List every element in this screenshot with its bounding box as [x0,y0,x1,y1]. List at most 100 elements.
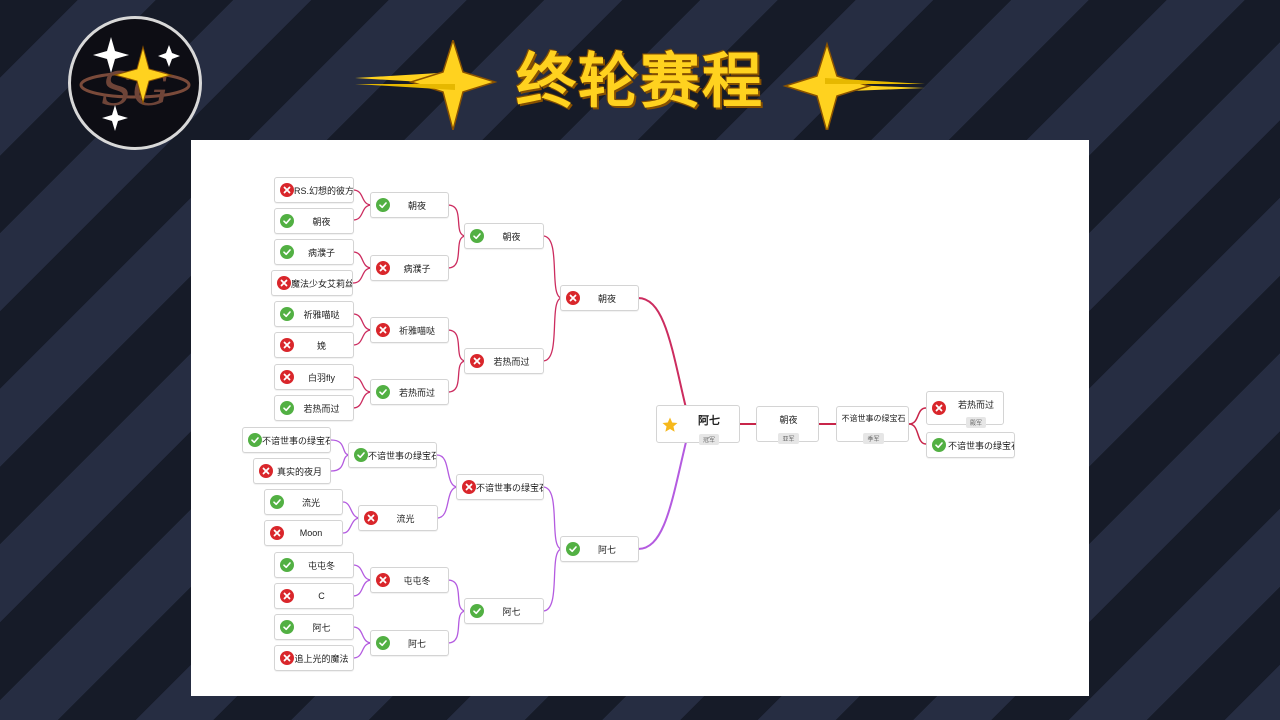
participant-name: 朝夜 [407,200,426,211]
round2-node[interactable]: 若热而过 [370,379,449,405]
win-icon [566,542,580,556]
round2-node[interactable]: 屯屯冬 [370,567,449,593]
lose-icon [932,401,946,415]
round1-node[interactable]: 屯屯冬 [274,552,354,578]
fourth-place-node[interactable]: 若热而过 殿军 [926,391,1004,428]
win-icon [280,401,294,415]
participant-name: 流光 [301,497,320,508]
round1-node[interactable]: 朝夜 [274,208,354,234]
star-icon [662,417,678,432]
participant-name: 祈雅喵哒 [303,309,340,320]
round1-node[interactable]: 阿七 [274,614,354,640]
win-icon [932,438,946,452]
lose-icon [364,511,378,525]
round1-node[interactable]: 魔法少女艾莉丝 [271,270,353,296]
win-icon [376,385,390,399]
round1-node[interactable]: 追上光的魔法 [274,645,354,671]
participant-name: 朝夜 [502,231,521,242]
participant-name: 若热而过 [303,403,340,414]
third-place-node[interactable]: 不谙世事の绿宝石 季军 [836,406,909,444]
lose-icon [280,651,294,665]
win-icon [248,433,262,447]
fourth-place-badge: 殿军 [965,417,986,428]
sparkle-emblem-icon: SG [79,37,191,131]
runner-up-node[interactable]: 朝夜 亚军 [756,406,819,444]
lose-icon [277,276,291,290]
participant-name: 白羽fly [307,372,335,383]
lose-icon [376,323,390,337]
participant-name: 魔法少女艾莉丝 [291,278,352,289]
round1-node[interactable]: C [274,583,354,609]
third-place-badge: 季军 [863,433,884,444]
round1-node[interactable]: 若热而过 [274,395,354,421]
win-icon [470,604,484,618]
participant-name: 不谙世事の绿宝石 [368,450,436,461]
win-icon [470,229,484,243]
participant-name: 娩 [316,340,326,351]
round1-node[interactable]: 病濮子 [274,239,354,265]
round1-node[interactable]: 祈雅喵哒 [274,301,354,327]
round3-node[interactable]: 若热而过 [464,348,544,374]
round2-node[interactable]: 不谙世事の绿宝石 [348,442,437,468]
lose-icon [280,370,294,384]
round1-node[interactable]: 白羽fly [274,364,354,390]
title-banner: 终轮赛程 [355,40,925,130]
win-icon [280,214,294,228]
round1-node[interactable]: RS.幻想的彼方 [274,177,354,203]
champion-name: 阿七 [698,415,720,427]
lose-icon [280,338,294,352]
runner-up-name: 朝夜 [779,415,798,425]
participant-name: 朝夜 [312,216,331,227]
third-place-match-winner[interactable]: 不谙世事の绿宝石 [926,432,1015,458]
participant-name: 追上光的魔法 [294,653,349,664]
round1-node[interactable]: 不谙世事の绿宝石 [242,427,331,453]
participant-name: 阿七 [312,622,331,633]
participant-name: RS.幻想的彼方 [294,185,353,196]
participant-name: Moon [299,528,323,538]
win-icon [280,558,294,572]
semi-node[interactable]: 阿七 [560,536,639,562]
participant-name: 若热而过 [398,387,435,398]
champion-node[interactable]: 阿七 冠军 [656,405,740,445]
round2-node[interactable]: 流光 [358,505,438,531]
lose-icon [462,480,476,494]
win-icon [270,495,284,509]
round1-node[interactable]: 娩 [274,332,354,358]
participant-name: 流光 [396,513,415,524]
win-icon [280,245,294,259]
round3-node[interactable]: 不谙世事の绿宝石 [456,474,544,500]
third-place-name: 不谙世事の绿宝石 [841,414,906,423]
participant-name: 屯屯冬 [307,560,335,571]
participant-name: 病濮子 [307,247,335,258]
win-icon [280,620,294,634]
participant-name: 真实的夜月 [276,466,322,477]
lose-icon [259,464,273,478]
semi-node[interactable]: 朝夜 [560,285,639,311]
round3-node[interactable]: 阿七 [464,598,544,624]
participant-name: 屯屯冬 [403,575,431,586]
participant-name: 不谙世事の绿宝石 [948,440,1014,451]
lose-icon [376,573,390,587]
lose-icon [566,291,580,305]
lose-icon [376,261,390,275]
round2-node[interactable]: 祈雅喵哒 [370,317,449,343]
round2-node[interactable]: 病濮子 [370,255,449,281]
round1-node[interactable]: 流光 [264,489,343,515]
title-stars-icon [355,40,925,130]
lose-icon [280,589,294,603]
participant-name: 阿七 [597,544,616,555]
win-icon [280,307,294,321]
round1-node[interactable]: Moon [264,520,343,546]
win-icon [354,448,368,462]
round3-node[interactable]: 朝夜 [464,223,544,249]
round2-node[interactable]: 阿七 [370,630,449,656]
fourth-place-name: 若热而过 [957,400,994,410]
participant-name: 阿七 [502,606,521,617]
round1-node[interactable]: 真实的夜月 [253,458,331,484]
participant-name: 若热而过 [493,356,530,367]
participant-name: 朝夜 [597,293,616,304]
runner-up-badge: 亚军 [778,433,799,444]
page-title: 终轮赛程 [516,47,764,117]
participant-name: 祈雅喵哒 [398,325,435,336]
round2-node[interactable]: 朝夜 [370,192,449,218]
